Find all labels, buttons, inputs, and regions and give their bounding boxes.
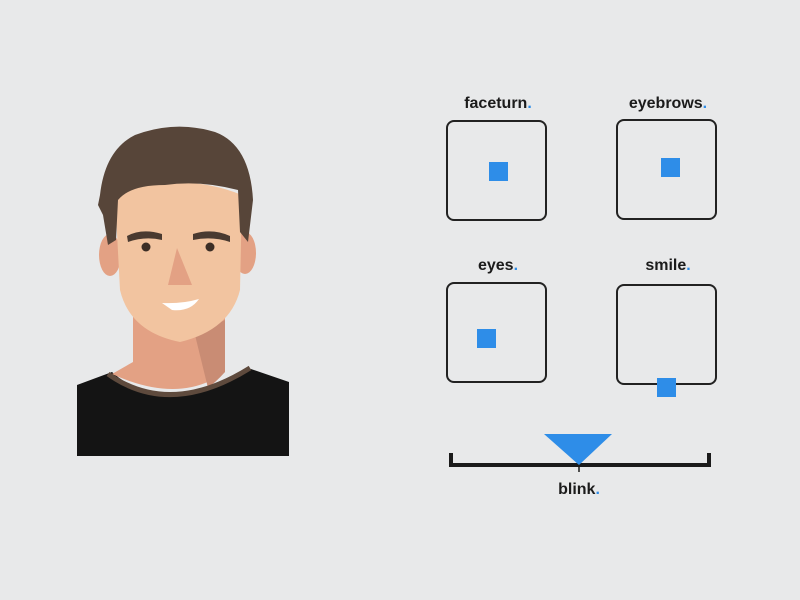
shirt	[77, 368, 289, 456]
left-eye	[141, 242, 151, 252]
eyebrows-label: eyebrows.	[628, 95, 708, 112]
faceturn-handle[interactable]	[489, 162, 508, 181]
eyes-pad[interactable]	[446, 282, 547, 383]
left-ear	[99, 234, 121, 276]
smile-label: smile.	[645, 257, 691, 274]
collar	[106, 365, 252, 398]
right-eye	[205, 242, 215, 252]
nose	[168, 248, 192, 285]
faceturn-pad[interactable]	[446, 120, 547, 221]
left-eyebrow	[127, 231, 162, 242]
smile-handle[interactable]	[657, 378, 676, 397]
eyebrows-pad[interactable]	[616, 119, 717, 220]
neck-shadow	[195, 320, 225, 388]
smile-pad[interactable]	[616, 284, 717, 397]
blink-track	[449, 453, 711, 467]
eyes-label: eyes.	[477, 257, 519, 274]
blink-label: blink.	[558, 481, 600, 498]
eyebrows-handle[interactable]	[661, 158, 680, 177]
hair	[98, 126, 253, 245]
eyes-handle[interactable]	[477, 329, 496, 348]
faceturn-label: faceturn.	[464, 95, 532, 112]
blink-handle[interactable]	[544, 434, 612, 465]
right-eyebrow	[193, 231, 230, 242]
smile-mouth	[162, 299, 199, 311]
